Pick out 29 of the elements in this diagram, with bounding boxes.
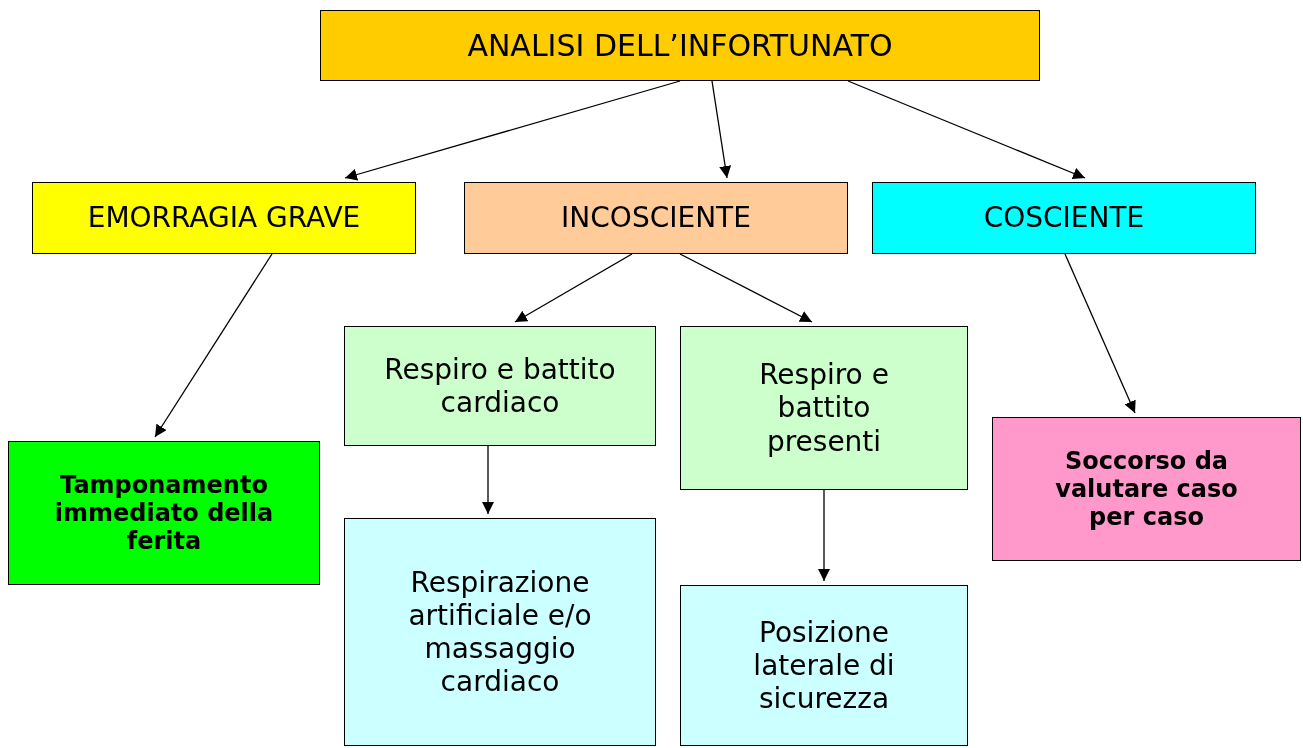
box-label: Respirazione artificiale e/o massaggio cardiaco [407, 565, 593, 699]
arrow [482, 445, 494, 515]
arrow [154, 253, 273, 438]
process-box [32, 182, 416, 254]
arrow [344, 80, 681, 181]
box-label: ANALISI DELL’INFORTUNATO [467, 27, 893, 64]
box-label: Posizione laterale di sicurezza [752, 615, 896, 716]
box-label: Respiro e battito presenti [758, 358, 890, 458]
arrow [711, 80, 732, 179]
process-box [992, 417, 1301, 561]
box-label: INCOSCIENTE [561, 201, 751, 235]
process-box [680, 326, 968, 490]
arrow [818, 489, 830, 582]
box-label: Tamponamento immediato della ferita [53, 470, 275, 556]
process-box [464, 182, 848, 254]
box-label: Respiro e battito cardiaco [383, 352, 617, 420]
process-box [8, 441, 320, 585]
arrow [847, 80, 1086, 179]
box-label: Soccorso da valutare caso per caso [1054, 446, 1239, 532]
process-box [344, 518, 656, 746]
process-box [344, 326, 656, 446]
process-box [680, 585, 968, 746]
box-label: COSCIENTE [983, 201, 1145, 235]
arrow [679, 253, 813, 323]
process-box [320, 10, 1040, 81]
arrow [514, 253, 633, 323]
arrow [1064, 253, 1136, 414]
box-label: EMORRAGIA GRAVE [87, 201, 361, 235]
process-box [872, 182, 1256, 254]
